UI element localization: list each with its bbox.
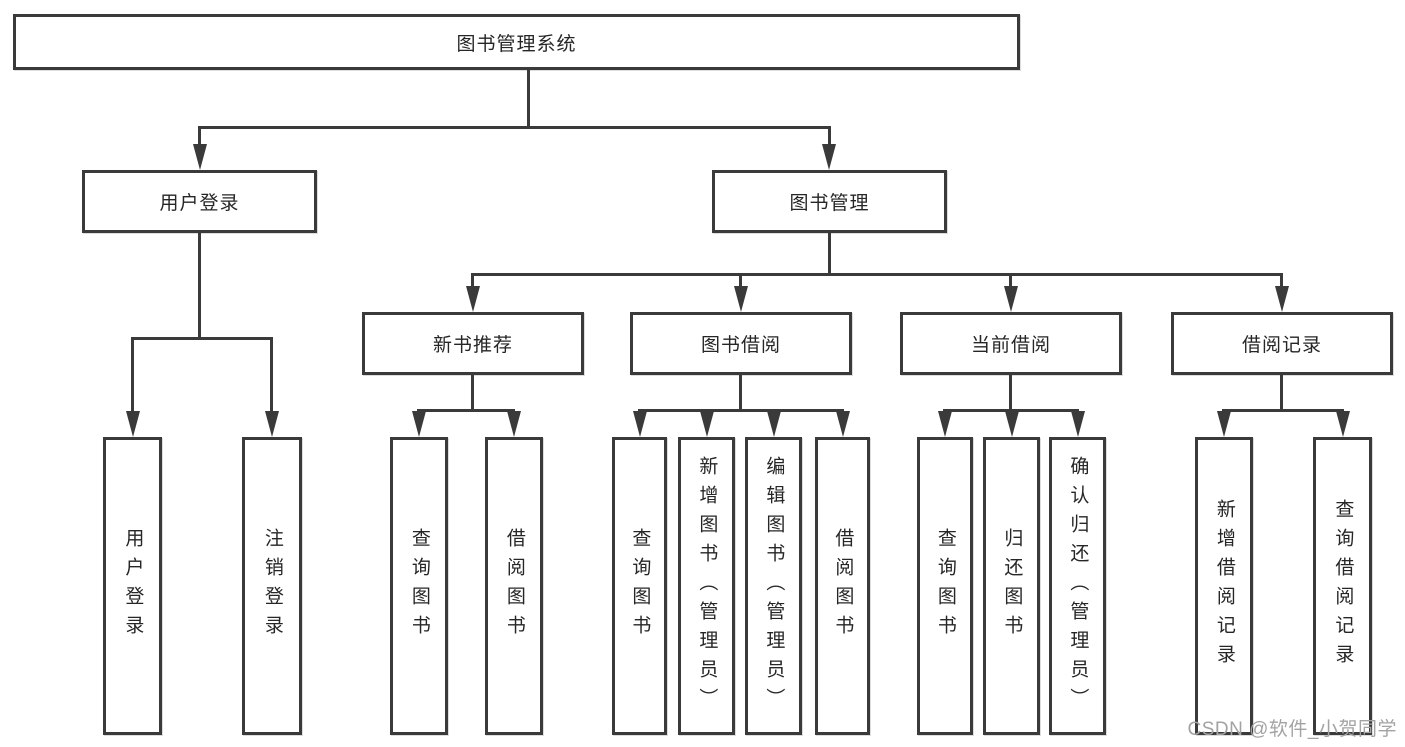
node-current-borrow: 当前借阅 xyxy=(900,312,1122,375)
leaf-bb-query-books-label: 查询图书 xyxy=(629,528,651,644)
connector-root-stub-left xyxy=(198,126,201,146)
arrow-to-login-action xyxy=(126,411,140,437)
node-current-borrow-label: 当前借阅 xyxy=(970,335,1051,356)
connector-user-login-stub-right xyxy=(270,337,273,413)
leaf-nb-borrow-books-label: 借阅图书 xyxy=(503,528,525,644)
connector-book-mgmt-rail xyxy=(471,273,1283,276)
node-book-borrow: 图书借阅 xyxy=(630,312,852,375)
leaf-user-login-action: 用户登录 xyxy=(103,437,162,735)
leaf-br-add-record: 新增借阅记录 xyxy=(1195,437,1253,735)
connector-stub-current-borrow xyxy=(1009,273,1012,288)
arrow-to-current-borrow xyxy=(1004,286,1018,312)
leaf-cb-confirm-return-label: 确认归还（管理员） xyxy=(1067,455,1089,717)
node-new-books-label: 新书推荐 xyxy=(432,335,513,356)
arrow-to-br-add xyxy=(1217,411,1231,437)
connector-root-drop xyxy=(527,70,530,126)
connector-current-borrow-drop xyxy=(1009,375,1012,409)
leaf-br-query-record: 查询借阅记录 xyxy=(1313,437,1372,735)
arrow-to-br-query xyxy=(1336,411,1350,437)
leaf-nb-query-books-label: 查询图书 xyxy=(408,528,430,644)
leaf-logout-action-label: 注销登录 xyxy=(261,528,283,644)
node-root: 图书管理系统 xyxy=(13,14,1020,70)
node-book-mgmt: 图书管理 xyxy=(712,170,947,233)
leaf-br-query-record-label: 查询借阅记录 xyxy=(1332,499,1354,673)
node-user-login-label: 用户登录 xyxy=(159,193,240,214)
node-book-borrow-label: 图书借阅 xyxy=(700,335,781,356)
connector-stub-borrow-records xyxy=(1280,273,1283,288)
arrow-to-borrow-records xyxy=(1275,286,1289,312)
node-borrow-records-label: 借阅记录 xyxy=(1241,335,1322,356)
leaf-bb-add-books: 新增图书（管理员） xyxy=(678,437,735,735)
leaf-bb-add-books-label: 新增图书（管理员） xyxy=(696,455,718,717)
leaf-bb-borrow-books: 借阅图书 xyxy=(815,437,870,735)
connector-book-mgmt-drop xyxy=(828,233,831,273)
connector-new-books-drop xyxy=(471,375,474,409)
node-borrow-records: 借阅记录 xyxy=(1171,312,1393,375)
leaf-nb-query-books: 查询图书 xyxy=(390,437,448,735)
leaf-cb-return-books: 归还图书 xyxy=(983,437,1040,735)
arrow-to-user-login xyxy=(193,144,207,170)
arrow-to-book-borrow xyxy=(734,286,748,312)
leaf-logout-action: 注销登录 xyxy=(242,437,302,735)
arrow-to-bb-add xyxy=(700,411,714,437)
arrow-to-nb-borrow xyxy=(507,411,521,437)
node-new-books: 新书推荐 xyxy=(362,312,584,375)
connector-root-rail xyxy=(198,126,830,129)
leaf-user-login-action-label: 用户登录 xyxy=(122,528,144,644)
arrow-to-book-mgmt xyxy=(822,144,836,170)
connector-root-stub-right xyxy=(828,126,831,146)
node-root-label: 图书管理系统 xyxy=(456,33,577,55)
arrow-to-bb-borrow xyxy=(836,411,850,437)
connector-current-borrow-rail xyxy=(943,409,1079,412)
leaf-bb-edit-books: 编辑图书（管理员） xyxy=(745,437,802,735)
connector-borrow-records-drop xyxy=(1280,375,1283,409)
node-user-login: 用户登录 xyxy=(82,170,317,233)
connector-stub-new-books xyxy=(471,273,474,288)
leaf-cb-return-books-label: 归还图书 xyxy=(1001,528,1023,644)
connector-book-borrow-drop xyxy=(739,375,742,409)
leaf-bb-edit-books-label: 编辑图书（管理员） xyxy=(763,455,785,717)
arrow-to-cb-confirm xyxy=(1071,411,1085,437)
arrow-to-bb-edit xyxy=(767,411,781,437)
connector-new-books-rail xyxy=(417,409,515,412)
connector-book-borrow-rail xyxy=(638,409,844,412)
node-book-mgmt-label: 图书管理 xyxy=(789,193,870,214)
connector-borrow-records-rail xyxy=(1222,409,1344,412)
arrow-to-cb-query xyxy=(938,411,952,437)
connector-stub-book-borrow xyxy=(739,273,742,288)
leaf-cb-query-books-label: 查询图书 xyxy=(934,528,956,644)
arrow-to-logout-action xyxy=(265,411,279,437)
leaf-cb-query-books: 查询图书 xyxy=(917,437,973,735)
connector-user-login-drop xyxy=(198,233,201,337)
arrow-to-bb-query xyxy=(633,411,647,437)
leaf-nb-borrow-books: 借阅图书 xyxy=(485,437,543,735)
leaf-bb-query-books: 查询图书 xyxy=(612,437,667,735)
arrow-to-new-books xyxy=(466,286,480,312)
connector-user-login-stub-left xyxy=(131,337,134,413)
leaf-bb-borrow-books-label: 借阅图书 xyxy=(832,528,854,644)
connector-user-login-rail xyxy=(131,337,273,340)
arrow-to-cb-return xyxy=(1005,411,1019,437)
arrow-to-nb-query xyxy=(412,411,426,437)
leaf-br-add-record-label: 新增借阅记录 xyxy=(1213,499,1235,673)
leaf-cb-confirm-return: 确认归还（管理员） xyxy=(1049,437,1106,735)
